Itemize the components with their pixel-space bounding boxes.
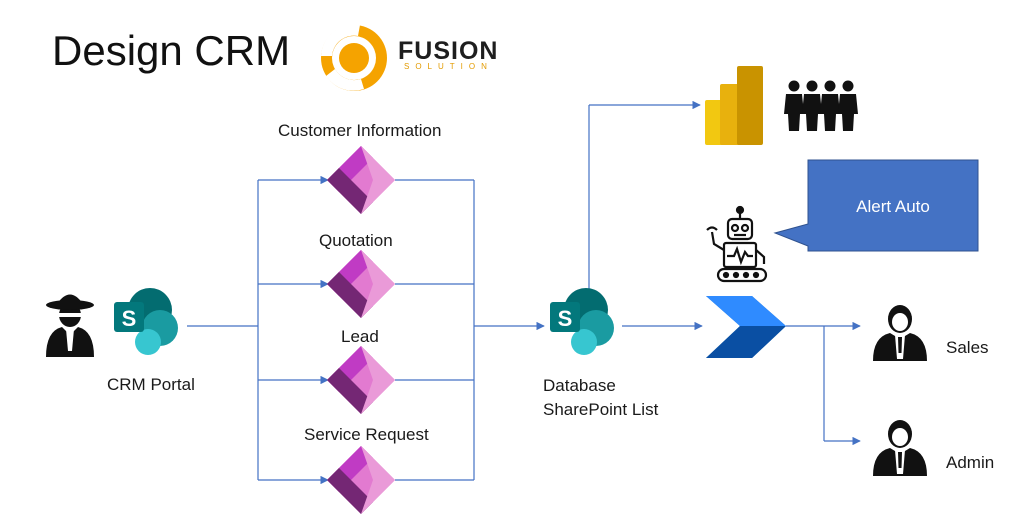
- power-automate-icon: [706, 296, 786, 358]
- page-title: Design CRM: [52, 27, 291, 74]
- form-label-service: Service Request: [304, 425, 429, 444]
- alert-callout: [773, 159, 979, 252]
- business-person-icon-sales: [873, 305, 927, 361]
- powerapps-icon-lead: [327, 346, 395, 414]
- database-label-line1: Database: [543, 376, 616, 395]
- alert-callout-label: Alert Auto: [856, 197, 930, 216]
- sharepoint-database-icon: S: [550, 288, 614, 355]
- powerbi-icon: [705, 66, 763, 145]
- robot-icon: [706, 205, 768, 283]
- portal-label: CRM Portal: [107, 375, 195, 394]
- output-label-admin: Admin: [946, 453, 995, 472]
- svg-text:S: S: [558, 306, 573, 331]
- business-person-icon-admin: [873, 420, 927, 476]
- sharepoint-portal-icon: S: [114, 288, 178, 355]
- database-label-line2: SharePoint List: [543, 400, 659, 419]
- powerapps-icon-customer: [327, 146, 395, 214]
- logo-tagline: SOLUTION: [404, 62, 493, 71]
- powerapps-icon-service: [327, 446, 395, 514]
- form-label-quotation: Quotation: [319, 231, 393, 250]
- logo-brand: FUSION: [398, 37, 499, 65]
- people-group-icon: [784, 80, 858, 131]
- fusion-logo-icon: [321, 24, 387, 91]
- form-label-customer: Customer Information: [278, 121, 442, 140]
- powerapps-icon-quotation: [327, 250, 395, 318]
- output-label-sales: Sales: [946, 338, 989, 357]
- connector-lines: [187, 100, 861, 485]
- form-label-lead: Lead: [341, 327, 379, 346]
- spy-user-icon: [46, 294, 94, 357]
- svg-text:S: S: [122, 306, 137, 331]
